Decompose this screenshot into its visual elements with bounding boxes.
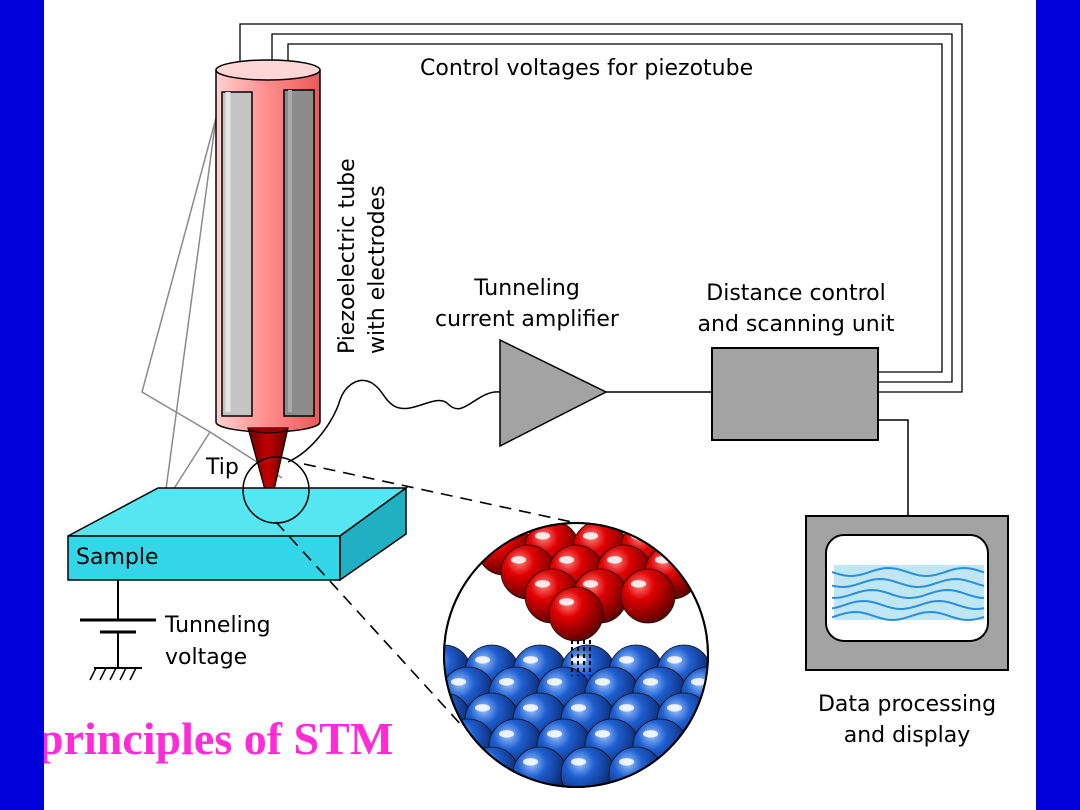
display-wire — [878, 419, 909, 516]
sample-atom — [464, 746, 520, 787]
atom-highlight — [486, 532, 503, 540]
atom-highlight — [594, 678, 611, 686]
scan-traces — [831, 565, 985, 622]
atom-highlight — [630, 580, 647, 588]
scan-trace-line — [831, 610, 985, 622]
atom-highlight — [618, 704, 635, 712]
scan-trace-line — [832, 588, 985, 600]
atom-highlight — [690, 730, 707, 738]
atom-highlight — [474, 656, 491, 664]
atom-highlight — [474, 704, 491, 712]
sample-atom — [680, 718, 708, 774]
sample-atom — [656, 746, 708, 787]
atom-highlight — [570, 704, 587, 712]
atom-highlight — [522, 656, 539, 664]
atom-highlight — [618, 656, 635, 664]
atom-highlight — [546, 730, 563, 738]
piezo-tube-label-1: Piezoelectric tube — [335, 158, 360, 354]
atom-highlight — [666, 758, 683, 766]
tunneling-current-dashes — [571, 640, 591, 676]
tip-label: Tip — [205, 455, 239, 480]
atom-highlight — [427, 656, 442, 664]
atom-highlight — [582, 532, 599, 540]
atom-highlight — [666, 656, 683, 664]
sample-atom — [560, 746, 616, 787]
scan-trace-line — [831, 599, 985, 611]
piezo-tube — [215, 59, 321, 433]
atom-highlight — [642, 678, 659, 686]
control-wires — [239, 23, 963, 393]
atom-highlight — [474, 758, 491, 766]
atom-highlight — [570, 758, 587, 766]
scanning-unit-label-2: and scanning unit — [698, 312, 895, 337]
atom-highlight — [606, 556, 623, 564]
slide-caption: principles of STM — [44, 713, 394, 764]
tip-atom — [668, 523, 708, 576]
atom-highlight — [498, 678, 515, 686]
atom-highlight — [498, 730, 515, 738]
atom-highlight — [594, 730, 611, 738]
scanning-unit-label-1: Distance control — [706, 281, 885, 306]
slide: Control voltages for piezotube Piezoelec… — [44, 0, 1036, 810]
atom-highlight — [642, 730, 659, 738]
atom-highlight — [666, 704, 683, 712]
atom-highlight — [427, 704, 442, 712]
display-monitor — [805, 515, 1009, 671]
atom-highlight — [522, 758, 539, 766]
tip-atom — [620, 568, 676, 624]
sample-atom — [608, 746, 664, 787]
atom-highlight — [450, 730, 467, 738]
piezo-tube-label-2: with electrodes — [365, 185, 390, 354]
atom-highlight — [522, 704, 539, 712]
sample-atom — [444, 746, 472, 787]
atom-highlight — [690, 678, 707, 686]
atom-highlight — [534, 532, 551, 540]
atom-highlight — [582, 580, 599, 588]
stm-diagram: Control voltages for piezotube Piezoelec… — [67, 23, 1009, 788]
atomic-zoom-view — [427, 522, 709, 788]
atom-highlight — [427, 758, 442, 766]
tunneling-voltage-label-1: Tunneling — [164, 613, 271, 638]
atom-highlight — [570, 656, 587, 664]
atom-highlight — [510, 556, 527, 564]
atom-highlight — [558, 598, 575, 606]
scan-trace-line — [831, 577, 985, 589]
sample-atom — [444, 718, 496, 774]
display-label-1: Data processing — [818, 692, 996, 717]
scanning-unit-box — [711, 347, 879, 441]
current-amplifier — [499, 338, 608, 448]
amplifier-label-1: Tunneling — [473, 276, 580, 301]
atom-highlight — [678, 532, 695, 540]
atom-highlight — [450, 678, 467, 686]
control-voltages-label: Control voltages for piezotube — [420, 56, 753, 81]
tunneling-voltage-source — [80, 580, 156, 681]
atom-highlight — [546, 678, 563, 686]
atom-highlight — [618, 758, 635, 766]
tip-atom — [548, 586, 604, 642]
zoom-lines — [275, 463, 573, 729]
amplifier-label-2: current amplifier — [435, 307, 620, 332]
atom-highlight — [534, 580, 551, 588]
tip-signal-wire — [287, 379, 501, 463]
tunneling-voltage-label-2: voltage — [165, 645, 247, 670]
scan-trace-line — [831, 566, 985, 578]
sample-label: Sample — [76, 545, 159, 570]
atom-highlight — [558, 556, 575, 564]
display-label-2: and display — [844, 723, 971, 748]
